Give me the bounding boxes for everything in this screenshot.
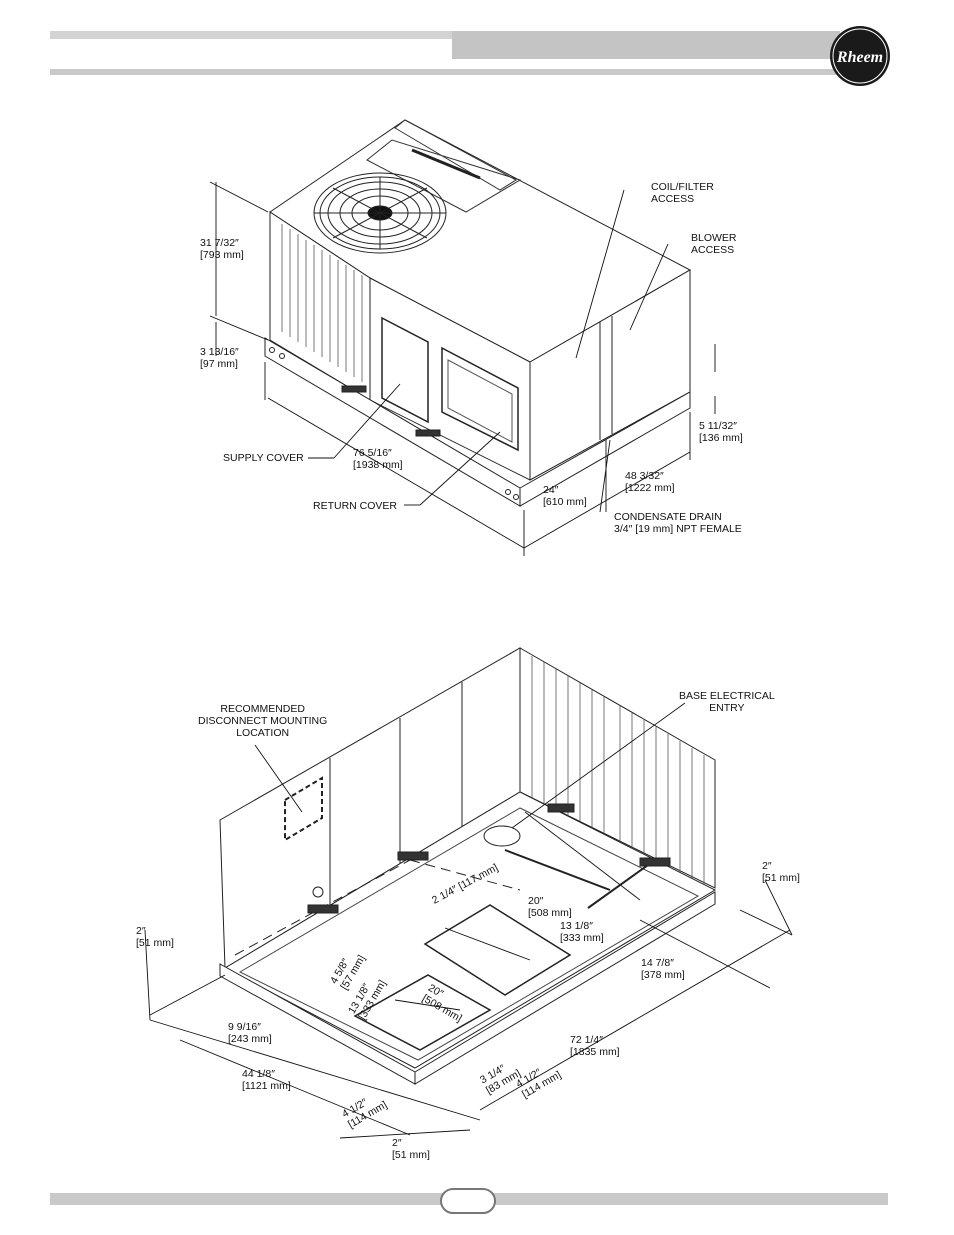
coil-filter-access-label: COIL/FILTER ACCESS xyxy=(651,181,714,205)
condenser-fan xyxy=(313,172,447,254)
bottom-2in-dimension: 2″ [51 mm] xyxy=(392,1137,430,1161)
drain-height-dimension: 5 11/32″ [136 mm] xyxy=(699,420,743,444)
height-dimension: 31 7/32″ [793 mm] xyxy=(200,237,244,261)
header-bar-left xyxy=(50,31,452,39)
left-2in-dimension: 2″ [51 mm] xyxy=(136,925,174,949)
disconnect-location-label: RECOMMENDED DISCONNECT MOUNTING LOCATION xyxy=(198,703,328,739)
dim-9-9-16: 9 9/16″ [243 mm] xyxy=(228,1021,272,1045)
dim-13-upper: 13 1/8″ [333 mm] xyxy=(560,920,604,944)
header-bar-right xyxy=(452,31,840,59)
return-cover-label: RETURN COVER xyxy=(313,500,398,512)
supply-cover-label: SUPPLY COVER xyxy=(223,452,304,464)
drain-offset-dimension: 24″ [610 mm] xyxy=(543,484,587,508)
length-dimension: 76 5/16″ [1938 mm] xyxy=(353,447,403,471)
svg-text:Rheem: Rheem xyxy=(836,49,883,66)
dim-72-1-4: 72 1/4″ [1835 mm] xyxy=(570,1034,620,1058)
condensate-drain-label: CONDENSATE DRAIN 3/4″ [19 mm] NPT FEMALE xyxy=(614,511,742,535)
right-2in-dimension: 2″ [51 mm] xyxy=(762,860,800,884)
base-electrical-entry-label: BASE ELECTRICAL ENTRY xyxy=(679,690,775,714)
blower-access-label: BLOWER ACCESS xyxy=(691,232,737,256)
dim-44-1-8: 44 1/8″ [1121 mm] xyxy=(242,1068,291,1092)
rheem-logo: Rheem xyxy=(830,26,890,86)
page-number-oval xyxy=(440,1188,496,1214)
dim-20-upper: 20″ [508 mm] xyxy=(528,895,572,919)
width-dimension: 48 3/32″ [1222 mm] xyxy=(625,470,675,494)
base-height-dimension: 3 13/16″ [97 mm] xyxy=(200,346,239,370)
dim-14-7-8: 14 7/8″ [378 mm] xyxy=(641,957,685,981)
header-bar-bottom xyxy=(50,69,840,75)
